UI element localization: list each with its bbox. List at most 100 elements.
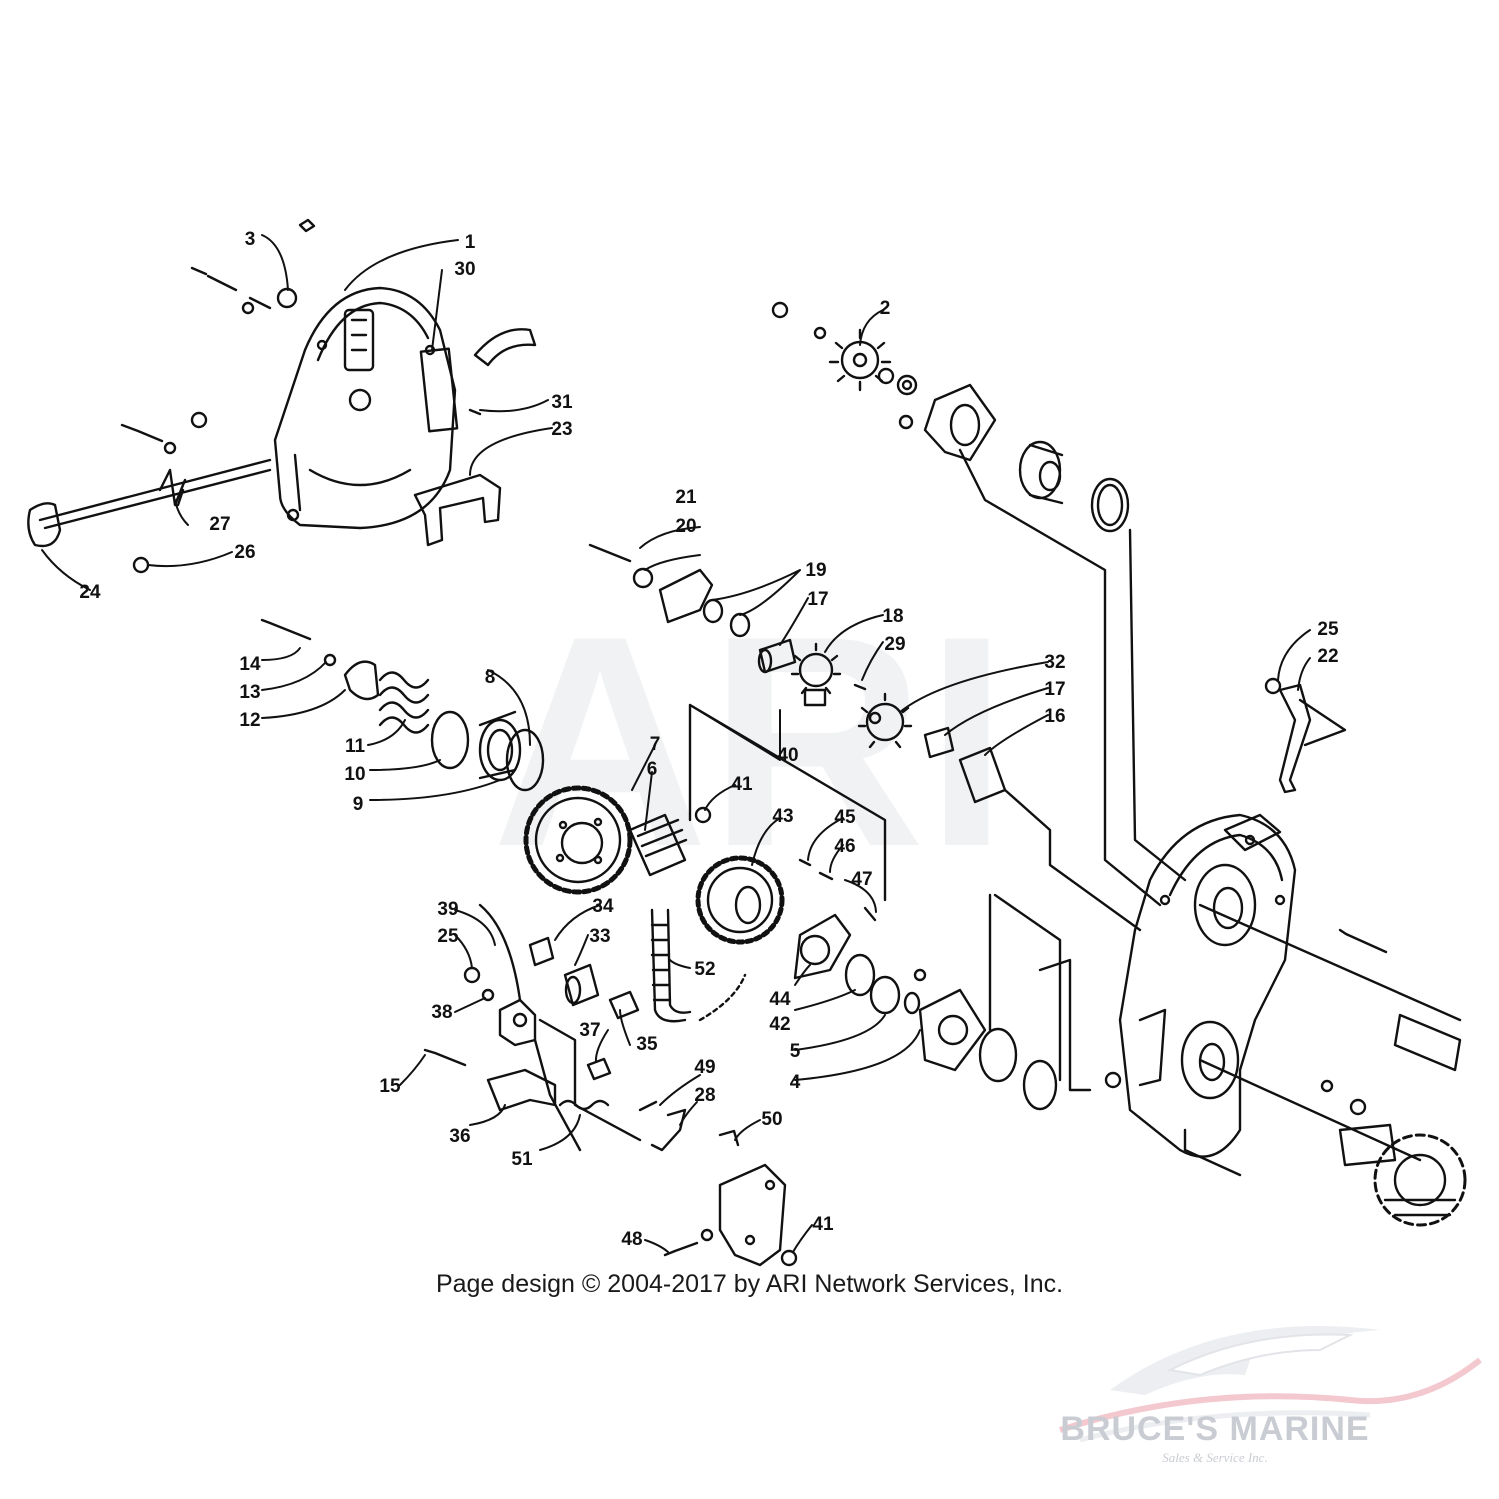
tension-arm xyxy=(650,1108,687,1152)
washer xyxy=(241,301,255,315)
drive-sprocket xyxy=(1338,1123,1467,1227)
boat-wave-icon xyxy=(1059,1326,1482,1443)
cap-screw xyxy=(120,423,164,443)
brand-tagline: Sales & Service Inc. xyxy=(1162,1450,1268,1465)
callout-label: 15 xyxy=(379,1076,401,1097)
callout-label: 26 xyxy=(234,542,255,563)
cap-screw xyxy=(588,543,632,563)
washer xyxy=(869,975,901,1015)
bumper xyxy=(486,1068,557,1112)
callout-label: 49 xyxy=(694,1057,715,1078)
cap-screw xyxy=(423,1048,467,1067)
callout-label: 17 xyxy=(807,589,828,610)
spring xyxy=(378,671,430,734)
axle-shaft xyxy=(1393,1013,1462,1072)
callout-labels: 1 2 3 4 5 6 7 8 9 10 11 12 13 14 15 16 1… xyxy=(79,229,1339,1250)
copyright-notice: Page design © 2004-2017 by ARI Network S… xyxy=(435,1270,1064,1298)
callout-label: 35 xyxy=(636,1034,658,1055)
callout-label: 31 xyxy=(551,392,573,413)
shaft xyxy=(38,458,272,522)
upper-bearing-group xyxy=(771,301,1130,533)
washer xyxy=(163,441,177,455)
callout-label: 44 xyxy=(769,989,791,1010)
roller xyxy=(528,936,555,967)
callout-label: 47 xyxy=(851,869,872,890)
clip xyxy=(718,1129,740,1147)
callout-label: 13 xyxy=(239,682,260,703)
callout-label: 12 xyxy=(239,710,260,731)
screw xyxy=(298,218,316,233)
gear xyxy=(534,796,622,884)
callout-label: 17 xyxy=(1044,679,1065,700)
gear xyxy=(706,866,774,934)
callout-label: 11 xyxy=(345,736,366,757)
brake-disc-guard xyxy=(658,568,714,624)
bearing xyxy=(844,953,876,997)
main-chain-case xyxy=(1118,813,1297,1158)
callout-label: 3 xyxy=(245,229,256,250)
callout-label: 2 xyxy=(880,298,891,319)
callout-label: 4 xyxy=(790,1072,801,1093)
drive-chain xyxy=(650,908,692,1023)
nut xyxy=(694,806,712,824)
nut xyxy=(276,287,298,309)
washer xyxy=(632,567,654,589)
cap-screw xyxy=(663,1241,699,1257)
splined-hub xyxy=(628,813,687,877)
washer xyxy=(700,1228,714,1242)
chain-case-cover xyxy=(273,286,457,530)
inspection-plate xyxy=(419,347,459,433)
bushing xyxy=(923,726,955,759)
callout-label: 6 xyxy=(647,759,658,780)
callout-label: 25 xyxy=(437,926,459,947)
callout-label: 36 xyxy=(449,1126,470,1147)
spring xyxy=(558,1099,610,1111)
callout-label: 18 xyxy=(882,606,903,627)
callout-label: 23 xyxy=(551,419,572,440)
cover-clip xyxy=(473,328,537,367)
callout-label: 7 xyxy=(650,734,661,755)
pin xyxy=(863,906,877,922)
dealer-logo: BRUCE'S MARINE Sales & Service Inc. xyxy=(1050,1290,1490,1490)
brand-name: BRUCE'S MARINE xyxy=(1060,1410,1370,1448)
callout-label: 14 xyxy=(239,654,261,675)
callout-label: 30 xyxy=(454,259,475,280)
callout-label: 51 xyxy=(511,1149,533,1170)
callout-label: 5 xyxy=(790,1041,801,1062)
callout-label: 29 xyxy=(884,634,905,655)
callout-label: 33 xyxy=(589,926,610,947)
callout-label: 10 xyxy=(344,764,365,785)
mounting-plate xyxy=(718,1163,787,1267)
bearing xyxy=(978,1027,1018,1083)
spacer xyxy=(608,990,640,1020)
callout-label: 46 xyxy=(834,836,855,857)
pin xyxy=(853,683,867,691)
cap-screw xyxy=(190,266,272,310)
nut xyxy=(1104,1071,1122,1089)
nut xyxy=(463,966,481,984)
callout-label: 19 xyxy=(805,560,826,581)
tensioner-block xyxy=(498,998,537,1047)
nut xyxy=(586,1057,612,1081)
pin xyxy=(798,858,834,881)
nut xyxy=(190,411,208,429)
brake-lever xyxy=(1278,683,1312,794)
retaining-ring xyxy=(430,710,470,770)
callout-label: 39 xyxy=(437,899,458,920)
sprocket xyxy=(798,652,834,688)
callout-label: 8 xyxy=(485,667,496,688)
lever xyxy=(27,502,62,548)
callout-label: 16 xyxy=(1044,706,1065,727)
nut xyxy=(1264,677,1282,695)
washer xyxy=(481,988,495,1002)
nut xyxy=(1349,1098,1367,1116)
nut xyxy=(780,1249,798,1267)
callout-label: 41 xyxy=(812,1214,834,1235)
cap-screw xyxy=(260,618,312,641)
callout-label: 42 xyxy=(769,1014,790,1035)
spring-cup xyxy=(343,660,380,701)
thrust-ring xyxy=(505,728,545,792)
snap-ring xyxy=(1022,1059,1058,1111)
callout-label: 48 xyxy=(621,1229,642,1250)
